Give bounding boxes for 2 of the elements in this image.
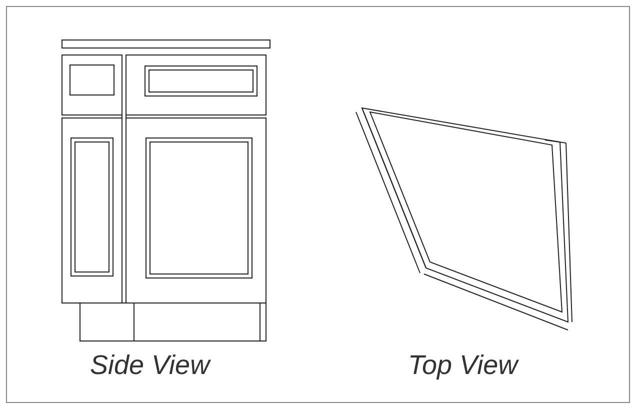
view-caption: Side View xyxy=(90,350,210,381)
view-caption: Top View xyxy=(408,350,518,381)
